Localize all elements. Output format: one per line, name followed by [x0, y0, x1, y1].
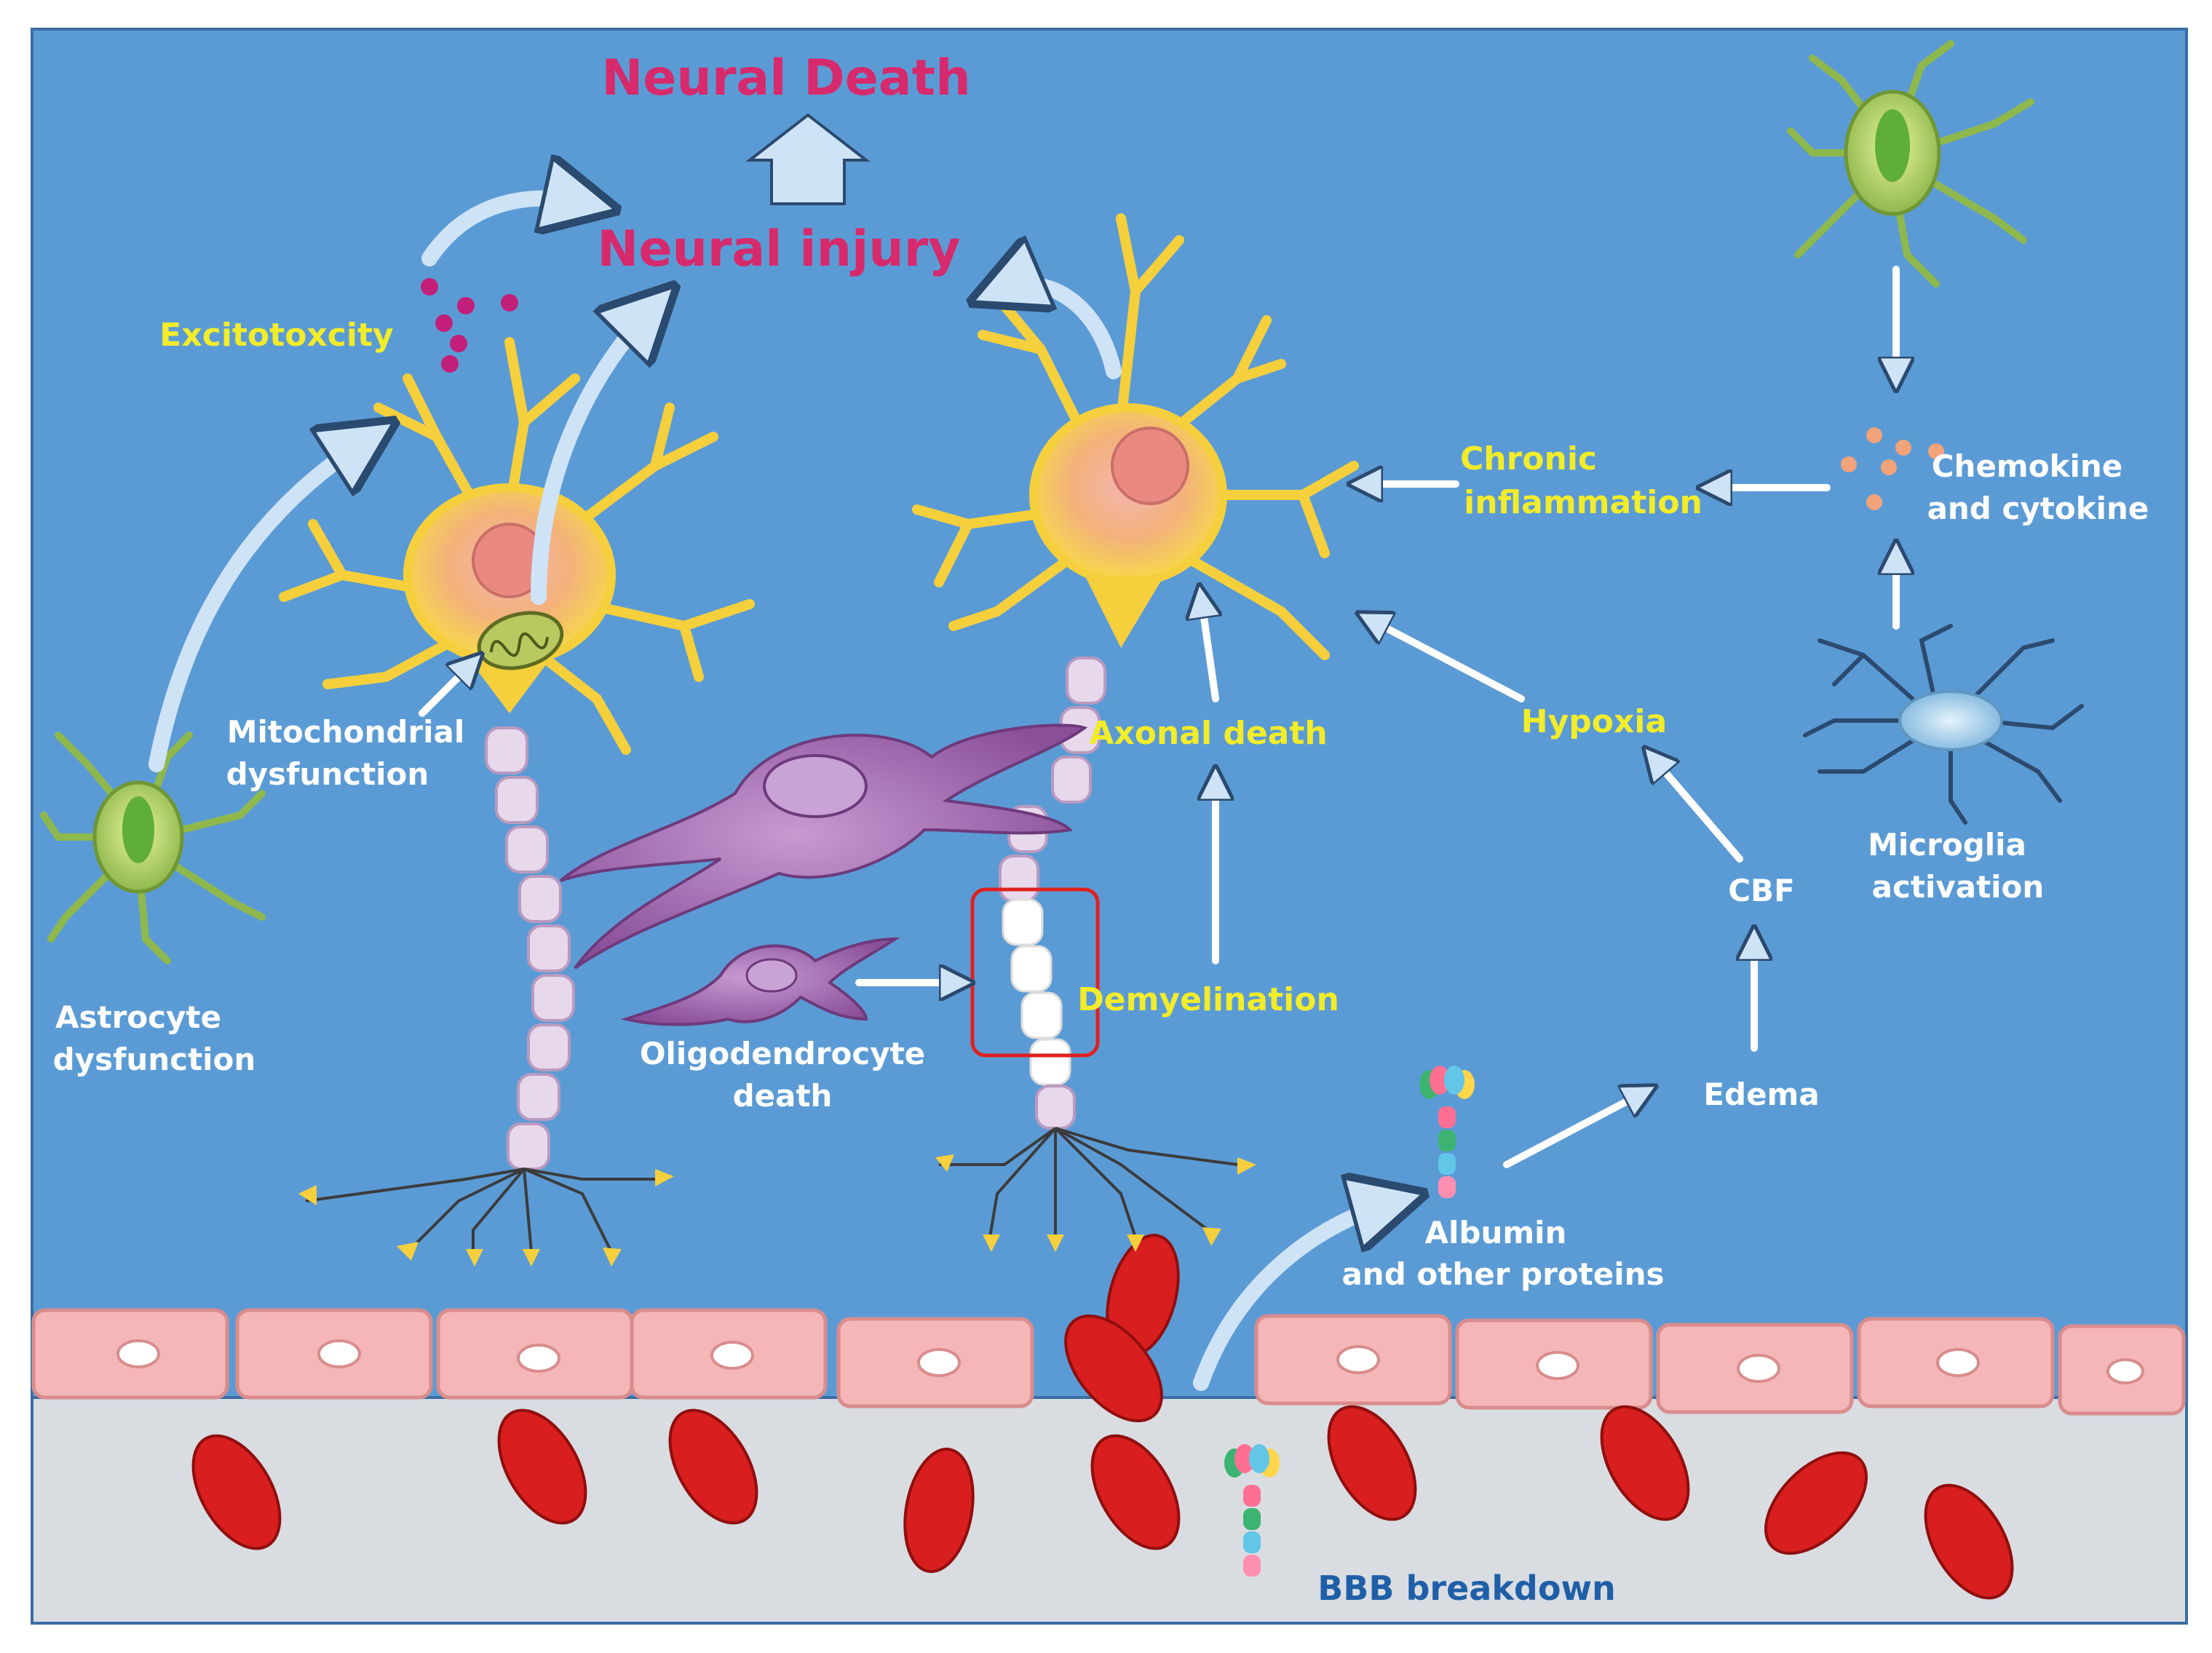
label-astrocyte-1: Astrocyte	[55, 999, 221, 1035]
label-chemokine-2: and cytokine	[1927, 491, 2149, 526]
endothelial-cell	[436, 1308, 634, 1400]
arrow-albumin-to-edema	[1503, 1092, 1645, 1168]
label-bbb-breakdown: BBB breakdown	[1317, 1569, 1615, 1608]
arrow-mito-to-injury	[531, 306, 655, 605]
endothelial-cell	[836, 1317, 1034, 1408]
label-hypoxia: Hypoxia	[1521, 703, 1667, 740]
label-albumin-2: and other proteins	[1341, 1256, 1664, 1292]
label-astrocyte-2: dysfunction	[53, 1042, 256, 1077]
excitotoxic-molecules	[421, 278, 518, 373]
label-demyelination: Demyelination	[1077, 981, 1339, 1018]
label-excitotoxicity: Excitotoxcity	[159, 317, 393, 354]
dying-oligodendrocyte	[620, 937, 900, 1026]
label-cbf: CBF	[1728, 873, 1795, 908]
albumin-protein	[1224, 1444, 1280, 1577]
arrow-neuron-to-injury	[997, 285, 1122, 379]
endothelial-cell	[1857, 1317, 2055, 1408]
label-chronic-2: inflammation	[1464, 484, 1702, 521]
astrocyte	[1787, 40, 2034, 288]
neuron-right	[912, 213, 1359, 1252]
arrow-bbb-to-albumin	[1193, 1201, 1398, 1391]
red-blood-cell	[1764, 1451, 1868, 1555]
endothelial-cell	[1254, 1314, 1452, 1406]
brain-tissue-background	[31, 28, 2188, 1399]
neuron-nucleus	[1111, 427, 1189, 505]
astrocyte	[40, 732, 266, 964]
arrow-mito-pointer	[419, 662, 473, 717]
endothelial-cell	[1455, 1318, 1653, 1410]
arrow-cbf-to-hypoxia	[1652, 757, 1743, 863]
red-blood-cell	[1924, 1483, 2014, 1600]
oligodendrocyte	[559, 724, 1088, 970]
outline-arrows	[419, 266, 1896, 1168]
endothelial-cell	[1656, 1323, 1854, 1414]
label-mitochondrial-1: Mitochondrial	[227, 714, 465, 750]
label-albumin-1: Albumin	[1425, 1215, 1567, 1250]
pathway-arrows	[148, 199, 1398, 1391]
label-microglia-1: Microglia	[1868, 827, 2026, 863]
microglia	[1803, 624, 2084, 825]
endothelial-cell-layer	[31, 1308, 2186, 1416]
endothelial-cell	[31, 1308, 229, 1400]
red-blood-cell	[1090, 1434, 1181, 1550]
label-chronic-1: Chronic	[1460, 440, 1597, 477]
red-blood-cell	[1327, 1405, 1417, 1521]
endothelial-cell	[630, 1308, 828, 1400]
label-mitochondrial-2: dysfunction	[226, 756, 429, 792]
label-chemokine-1: Chemokine	[1932, 448, 2123, 484]
label-oligodendrocyte-1: Oligodendrocyte	[640, 1036, 925, 1071]
endothelial-cell	[2058, 1324, 2186, 1416]
cytokine-molecules	[1841, 427, 1944, 510]
endothelial-cell	[235, 1308, 433, 1400]
red-blood-cells	[191, 1234, 2014, 1600]
neuron-left	[279, 337, 755, 1266]
red-blood-cell	[497, 1408, 587, 1525]
arrow-injury-to-death	[745, 113, 871, 205]
arrow-axonal-to-neuron	[1201, 597, 1216, 702]
albumin-protein	[1419, 1066, 1475, 1198]
red-blood-cell	[191, 1434, 282, 1550]
arrow-astrocyte-to-injury	[148, 437, 371, 772]
arrow-hypoxia-to-neuron	[1368, 619, 1525, 702]
red-blood-cell	[668, 1408, 758, 1525]
red-blood-cell	[1600, 1405, 1690, 1521]
mitochondrion	[477, 611, 564, 670]
arrow-glutamate-to-injury	[421, 199, 590, 266]
label-edema: Edema	[1703, 1077, 1819, 1112]
label-neural-injury: Neural injury	[597, 221, 960, 278]
red-blood-cell	[903, 1447, 975, 1574]
label-axonal-death: Axonal death	[1089, 715, 1327, 752]
label-neural-death: Neural Death	[601, 49, 970, 107]
red-blood-cell	[1064, 1314, 1163, 1423]
label-oligodendrocyte-2: death	[733, 1078, 833, 1114]
label-microglia-2: activation	[1872, 869, 2045, 905]
